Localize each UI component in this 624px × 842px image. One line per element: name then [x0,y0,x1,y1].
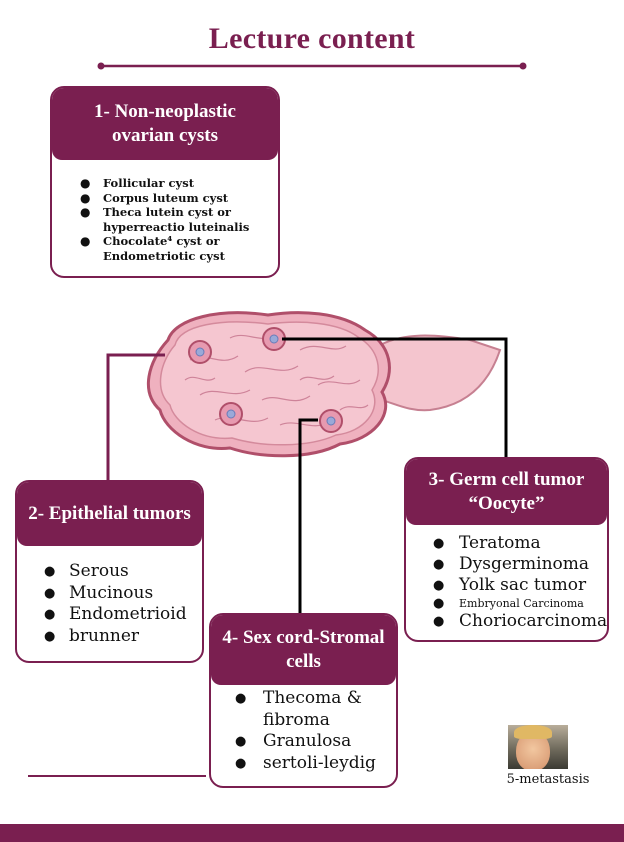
germ-cell-heading: 3- Germ cell tumor “Oocyte” [406,459,607,525]
bullet-icon: ● [44,607,56,622]
germ-cell-box: 3- Germ cell tumor “Oocyte” ●Teratoma ●D… [404,457,609,642]
epithelial-heading: 2- Epithelial tumors [17,482,202,546]
divider-line [28,775,206,777]
bullet-icon: ● [80,205,91,219]
bullet-icon: ● [433,557,445,572]
footer-bar [0,824,624,842]
list-item: ●Corpus luteum cyst [80,190,229,205]
connector-epithelial [106,353,165,486]
bullet-icon: ● [44,564,56,579]
title-divider [97,62,527,70]
ovary-illustration [146,311,502,458]
follicle-2 [262,327,286,351]
non-neoplastic-box: 1- Non-neoplastic ovarian cysts ●Follicu… [50,86,280,278]
list-item: ●Embryonal Carcinoma [433,596,584,611]
list-item: ●Teratoma [433,533,541,553]
sex-cord-heading: 4- Sex cord-Stromal cells [211,615,396,685]
epithelial-box: 2- Epithelial tumors ●Serous ●Mucinous ●… [15,480,204,663]
list-item: ●Yolk sac tumor [433,575,587,595]
list-item: ●brunner [44,625,140,646]
non-neoplastic-heading: 1- Non-neoplastic ovarian cysts [52,88,278,160]
bullet-icon: ● [235,691,247,706]
bullet-icon: ● [235,734,247,749]
list-item: ●sertoli-leydig [235,752,376,773]
bullet-icon: ● [433,614,445,629]
germ-cell-list: ●Teratoma ●Dysgerminoma ●Yolk sac tumor … [406,525,607,632]
connector-sex-cord [298,418,318,615]
bullet-icon: ● [80,176,91,190]
list-item: ●Dysgerminoma [433,554,590,574]
bullet-icon: ● [433,578,445,593]
list-item: ●Thecoma & fibroma [235,688,362,730]
fallopian-stub [371,334,502,412]
bullet-icon: ● [433,536,445,551]
list-item: ●Theca lutein cyst or hyperreactio lutei… [80,205,250,234]
follicle-4 [319,409,343,433]
bullet-icon: ● [44,628,56,644]
metastasis-label: 5-metastasis [506,772,590,787]
bullet-icon: ● [44,585,56,601]
bullet-icon: ● [433,596,445,611]
bullet-icon: ● [80,190,91,205]
follicle-1 [188,340,212,364]
bullet-icon: ● [235,755,247,771]
follicle-3 [219,402,243,426]
list-item: ●Follicular cyst [80,176,195,190]
list-item: ●Mucinous [44,582,154,603]
list-item: ●Endometrioid [44,604,187,624]
sex-cord-list: ●Thecoma & fibroma ●Granulosa ●sertoli-l… [211,685,396,774]
list-item: ●Chocolate⁴ cyst or Endometriotic cyst [80,234,225,263]
page-title: Lecture content [208,22,416,55]
list-item: ●Serous [44,561,129,581]
connector-germ-cell [282,337,508,460]
list-item: ●Choriocarcinoma [433,611,608,631]
bullet-icon: ● [80,234,91,248]
sex-cord-box: 4- Sex cord-Stromal cells ●Thecoma & fib… [209,613,398,788]
epithelial-list: ●Serous ●Mucinous ●Endometrioid ●brunner [17,546,202,647]
metastasis-photo [508,725,568,769]
list-item: ●Granulosa [235,731,352,751]
non-neoplastic-list: ●Follicular cyst ●Corpus luteum cyst ●Th… [52,160,278,263]
